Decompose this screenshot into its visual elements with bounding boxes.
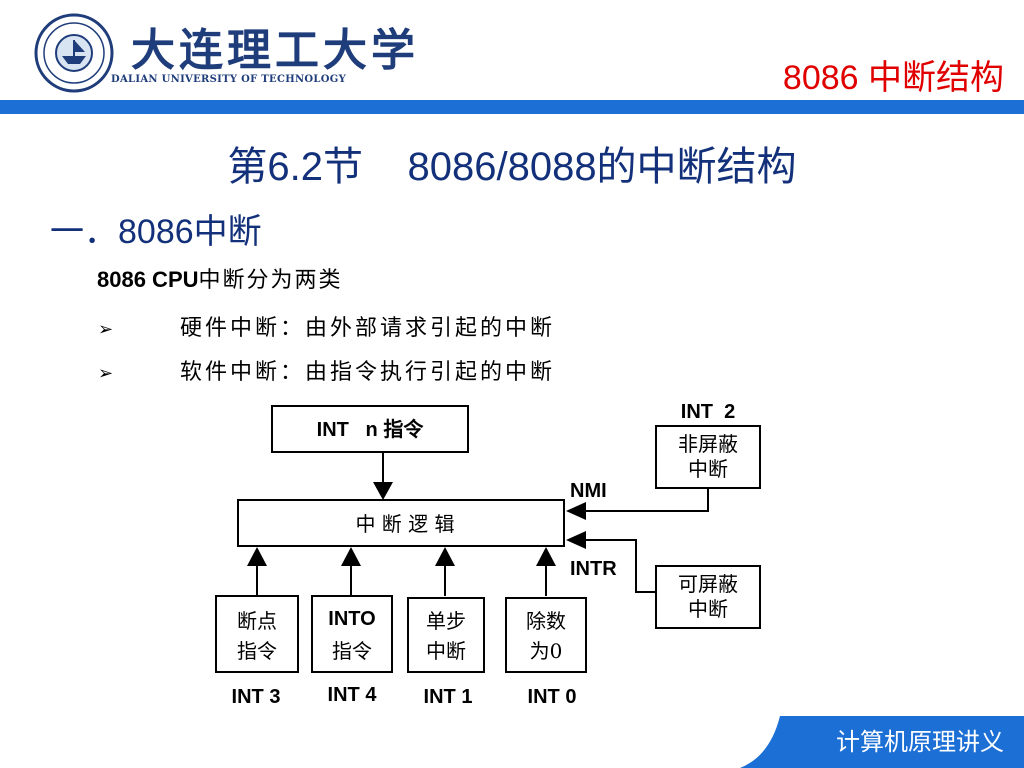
nmi-box-line2: 中断: [688, 457, 728, 481]
logo-english-name: DALIAN UNIVERSITY OF TECHNOLOGY: [111, 74, 347, 85]
into-instruction-box: [311, 595, 393, 673]
bullet-text: 软件中断：由指令执行引起的中断: [180, 360, 556, 385]
down-arrow-icon: [373, 482, 393, 500]
divide-by-zero-box: [505, 597, 587, 673]
slide-title: 第6.2节 8086/8088的中断结构: [227, 145, 797, 189]
maskable-interrupt-box: [655, 565, 761, 629]
source-box-line1: 断点: [237, 609, 277, 633]
breakpoint-instruction-box: [215, 595, 299, 673]
maskable-box-line1: 可屏蔽: [678, 572, 738, 596]
arrow-bullet-icon: ➢: [98, 319, 114, 340]
intro-cpu-label: 8086 CPU: [97, 267, 199, 292]
source-box-line1: 除数: [526, 609, 566, 633]
int-n-instruction-label: INT n 指令: [317, 417, 425, 441]
interrupt-logic-label: 中 断 逻 辑: [355, 512, 454, 536]
intro-line: 8086 CPU中断分为两类: [97, 262, 343, 294]
nmi-box-line1: 非屏蔽: [678, 432, 738, 456]
section-heading: 一．8086中断: [50, 213, 262, 251]
maskable-box-line2: 中断: [688, 597, 728, 621]
logo-chinese-name: 大连理工大学: [131, 25, 419, 76]
up-arrow-icon: [341, 547, 361, 566]
up-arrow-icon: [247, 547, 267, 566]
bullet-text: 硬件中断：由外部请求引起的中断: [180, 316, 556, 341]
int-n-instruction-box: [271, 405, 469, 453]
interrupt-logic-box: [237, 499, 565, 547]
up-arrow-icon: [536, 547, 556, 566]
university-logo: 大连理工大学 DALIAN UNIVERSITY OF TECHNOLOGY: [33, 8, 415, 94]
source-int-number: INT 0: [528, 686, 577, 708]
source-int-number: INT 1: [424, 686, 473, 708]
nmi-label: NMI: [570, 480, 607, 502]
single-step-box: [407, 597, 485, 673]
university-seal-icon: [34, 13, 114, 93]
up-arrow-icon: [435, 547, 455, 566]
source-int-number: INT 4: [328, 684, 378, 706]
non-maskable-interrupt-box: [655, 425, 761, 489]
header-title: 8086 中断结构: [782, 59, 1004, 97]
source-box-line2: 为0: [530, 639, 563, 663]
footer-tab: [740, 716, 1024, 768]
intr-label: INTR: [570, 558, 617, 580]
intr-arrow-icon: [566, 531, 586, 549]
nmi-arrow-icon: [566, 502, 586, 520]
source-box-line1: 单步: [426, 609, 466, 633]
source-box-line1: INTO: [328, 608, 375, 630]
bullet-hardware-interrupt: ➢ 硬件中断：由外部请求引起的中断: [98, 310, 555, 342]
intro-text: 中断分为两类: [198, 268, 343, 293]
footer-course-title: 计算机原理讲义: [836, 729, 1004, 756]
source-box-line2: 指令: [237, 639, 277, 663]
source-box-line2: 指令: [332, 639, 372, 663]
header-divider-bar: [0, 100, 1024, 114]
source-int-number: INT 3: [232, 686, 281, 708]
arrow-bullet-icon: ➢: [98, 363, 114, 384]
source-box-line2: 中断: [426, 639, 466, 663]
nmi-int-number: INT 2: [681, 401, 735, 423]
bullet-software-interrupt: ➢ 软件中断：由指令执行引起的中断: [98, 354, 555, 386]
